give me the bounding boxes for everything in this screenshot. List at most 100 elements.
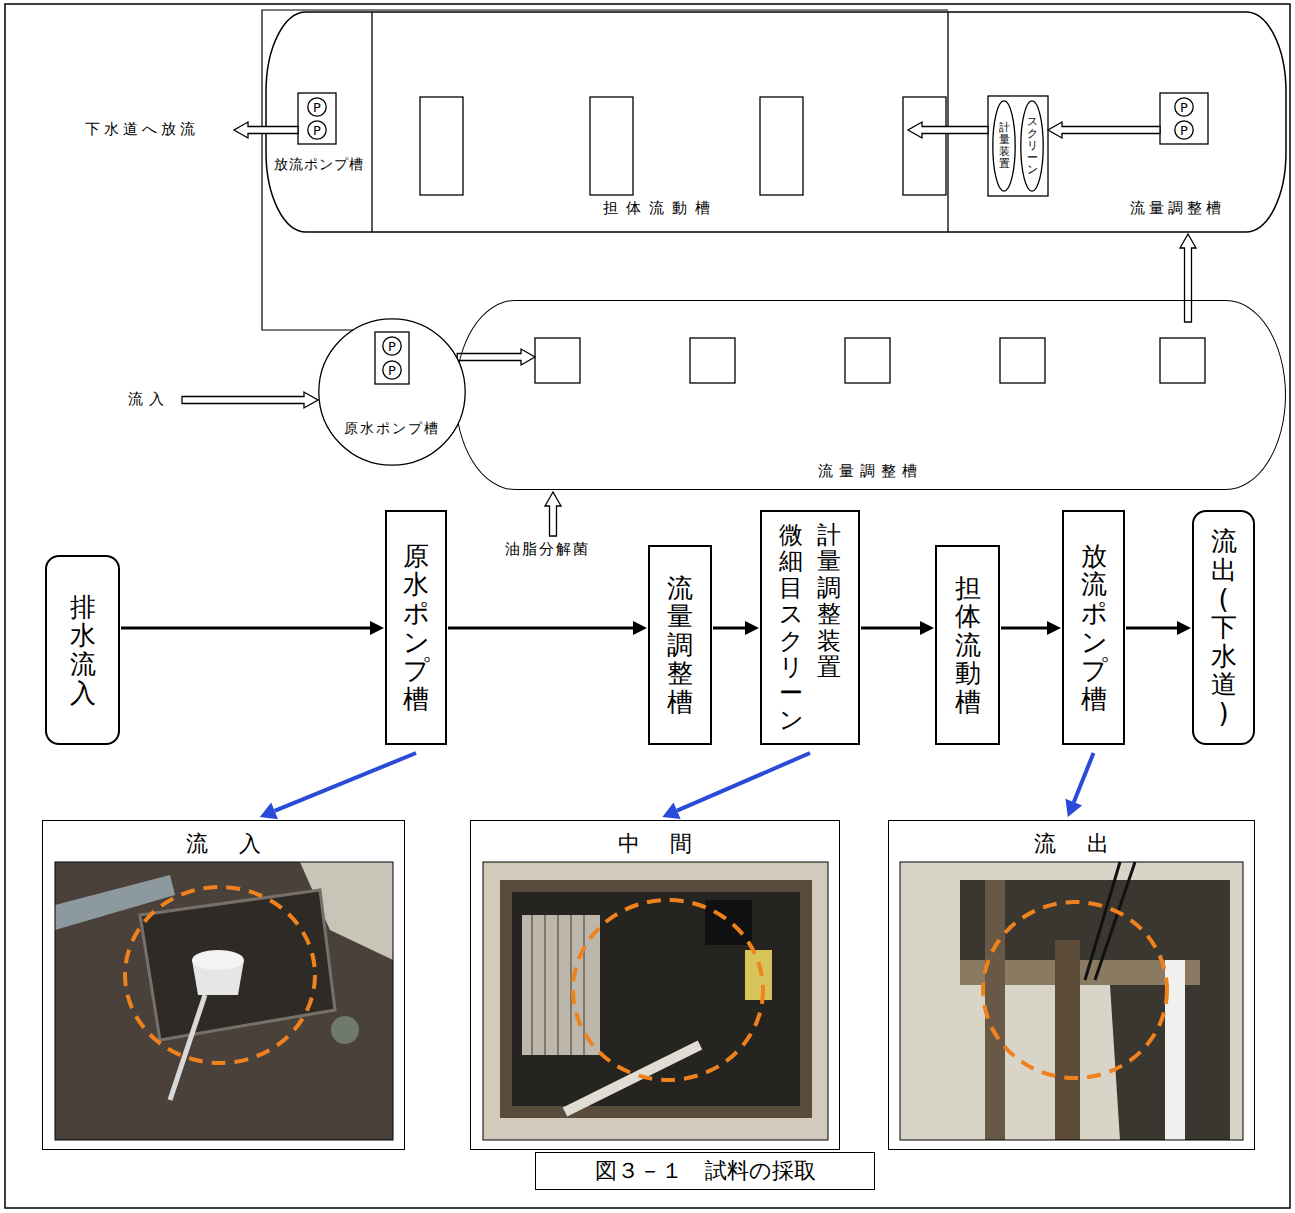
photo-screen [532, 915, 584, 1055]
arrow-head [920, 621, 934, 635]
arrow-shaft [275, 753, 416, 811]
pump-symbol: P [307, 97, 327, 117]
tank-section: 流量調整槽計量装置スクリーンPP [948, 12, 1286, 232]
circle-outline [308, 121, 326, 139]
flow-arrow [1001, 621, 1061, 635]
pump-symbol: P [1174, 120, 1194, 140]
tank-unit [1160, 338, 1205, 383]
arrow-head [260, 803, 278, 820]
process-box: 担体流動槽 [935, 545, 1000, 745]
flow-arrow [1180, 234, 1196, 322]
node-label: 微細目スクリーン [779, 522, 803, 733]
circle-outline [1175, 98, 1193, 116]
process-box: 流出(下水道) [1192, 510, 1255, 745]
node-label: 中間 [587, 829, 723, 859]
oval-outline [993, 101, 1015, 191]
arrow-shaft [861, 627, 920, 630]
node-label: 流量調整槽 [818, 462, 923, 481]
arrow-head [370, 621, 384, 635]
pump-box [298, 93, 336, 144]
arrow-shaft [1001, 627, 1047, 630]
node-label: P [313, 101, 321, 114]
photo-pipe [985, 880, 1005, 1140]
pump-symbol: P [307, 120, 327, 140]
annotation-label: 流入 [128, 390, 170, 409]
process-box: 放流ポンプ槽 [1062, 510, 1125, 745]
arrow-head [1177, 621, 1191, 635]
photo-border [483, 862, 828, 1140]
flow-arrow [448, 621, 647, 635]
flow-arrow [260, 753, 416, 819]
annotation-label: 油脂分解菌 [505, 540, 590, 559]
photo-panel: 中間 [470, 820, 840, 1150]
photo-pipe [1055, 940, 1080, 1140]
circle-outline [383, 361, 401, 379]
node-label: P [1180, 101, 1188, 114]
device-oval: スクリーン [1020, 100, 1044, 192]
arrow-head [662, 802, 680, 819]
dosing-arrow [545, 492, 561, 536]
upper-tank-outline [266, 12, 1286, 232]
carrier-unit [420, 97, 463, 195]
photo-pipe [565, 1045, 700, 1112]
node-label: 流出 [1003, 829, 1139, 859]
photo-ground [55, 862, 393, 1140]
pump-box [375, 332, 409, 384]
flow-arrow [861, 621, 934, 635]
node-label: 原水ポンプ槽 [344, 420, 440, 438]
node-label: P [1180, 124, 1188, 137]
photo-ground [483, 862, 828, 1140]
photo-panel: 流出 [888, 820, 1255, 1150]
hollow-arrow [457, 349, 535, 365]
carrier-unit [903, 97, 946, 195]
node-label: 担体流動槽 [603, 199, 718, 218]
arrow-shaft [677, 753, 810, 811]
node-label: 計量調整装置 [817, 522, 841, 680]
process-box: 排水流入 [45, 555, 120, 745]
node-label: 排水流入 [70, 593, 96, 707]
tank-outline: 流量調整槽 [455, 300, 1286, 490]
arrow-head [633, 621, 647, 635]
node-label: 放流ポンプ槽 [1081, 542, 1107, 714]
arrow-shaft [448, 627, 633, 630]
arrow-shaft [1126, 627, 1177, 630]
carrier-unit [760, 97, 803, 195]
process-box: 計量調整装置微細目スクリーン [760, 510, 860, 745]
tank-unit [535, 338, 580, 383]
arrow-shaft [121, 627, 370, 630]
sampling-point-mark [573, 900, 763, 1080]
photo-border [55, 862, 393, 1140]
node-label: P [388, 340, 396, 353]
hollow-arrow [1180, 234, 1196, 322]
circle-outline [319, 319, 465, 465]
pump-symbol: P [382, 336, 402, 356]
photo-pole [170, 995, 205, 1100]
flow-arrow [908, 122, 988, 138]
node-label: 計量装置 [999, 122, 1010, 170]
flow-arrow [121, 621, 384, 635]
photo-screen [522, 915, 600, 1055]
circle-outline [308, 98, 326, 116]
flow-arrow [1048, 122, 1160, 138]
node-label: スクリーン [1027, 116, 1038, 176]
annotation-label: 下水道へ放流 [85, 120, 199, 139]
flow-arrow [662, 753, 810, 819]
tank-divider [947, 12, 948, 232]
node-label: 担体流動槽 [955, 574, 981, 717]
node-label: 流量調整槽 [667, 574, 693, 717]
sampling-point-mark [125, 887, 315, 1063]
photo-fitting [331, 1016, 359, 1044]
pump-box [1160, 93, 1208, 144]
photo-ground [900, 862, 1243, 1140]
process-box: 流量調整槽 [648, 545, 712, 745]
pump-tank-circle: 原水ポンプ槽PP [318, 318, 466, 466]
photo-bucket [192, 950, 244, 970]
photo-opening [512, 892, 800, 1106]
photo-device [745, 950, 772, 1000]
caption-box: 図３－１ 試料の採取 [535, 1152, 875, 1190]
photo-tank [140, 890, 335, 1040]
photo-meter [705, 900, 752, 945]
outer-frame [5, 4, 1290, 1208]
screen-box [988, 96, 1048, 196]
